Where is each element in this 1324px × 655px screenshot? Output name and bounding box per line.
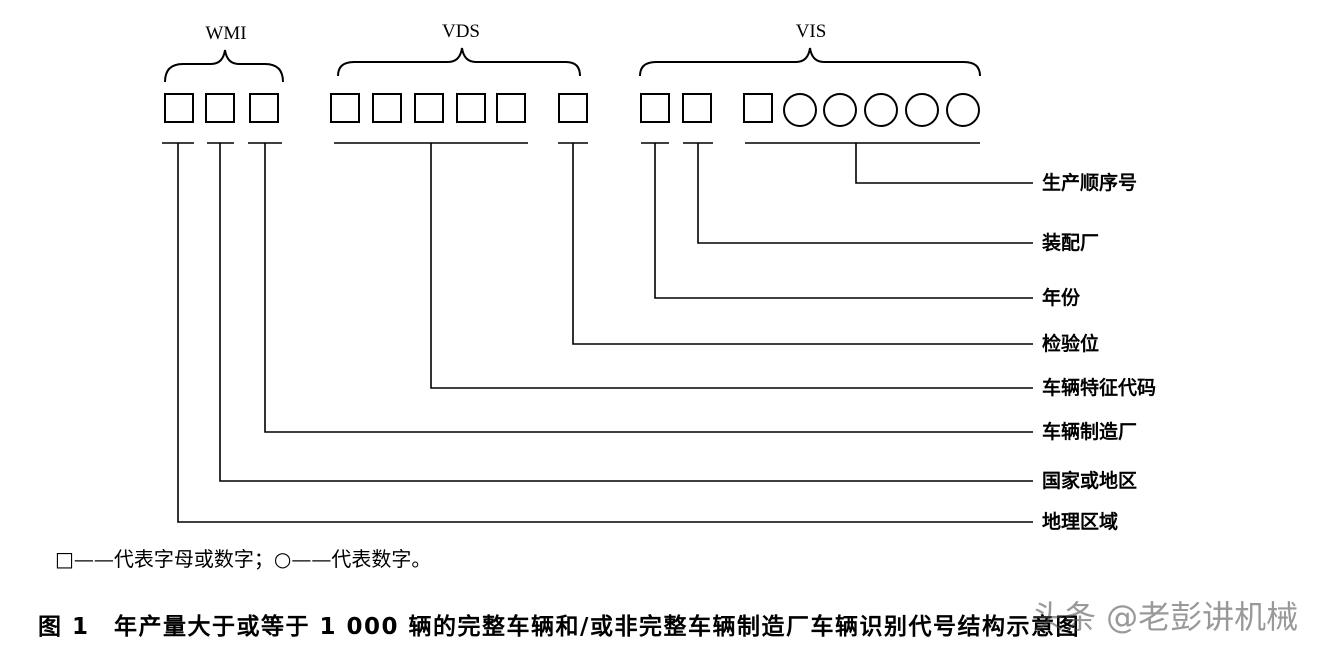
legend: □——代表字母或数字；○——代表数字。 [55,547,432,571]
leader-country [219,143,1033,482]
vds-box-4 [456,93,486,123]
vds-box-3 [414,93,444,123]
vis-brace [639,47,981,77]
sequence-box [743,93,773,123]
vds-brace [337,47,581,77]
vds-box-1 [330,93,360,123]
sequence-digit-circle-1 [783,93,817,127]
leader-assembly-plant [697,143,1033,244]
leader-production-sequence [855,143,1033,184]
leader-check-digit [572,143,1033,345]
label-check-digit: 检验位 [1042,332,1099,355]
vis-label: VIS [796,21,827,42]
wmi-box-3 [249,93,279,123]
label-region: 地理区域 [1042,510,1118,533]
vds-label: VDS [442,21,480,42]
wmi-box-1 [164,93,194,123]
year-box [640,93,670,123]
label-country: 国家或地区 [1042,469,1137,492]
wmi-box-2 [205,93,235,123]
vds-box-2 [372,93,402,123]
sequence-digit-circle-4 [905,93,939,127]
leader-region [177,143,1033,523]
label-vehicle-attributes: 车辆特征代码 [1042,376,1156,399]
leader-year [654,143,1033,299]
wmi-brace [164,49,284,83]
label-production-sequence: 生产顺序号 [1042,171,1137,194]
sequence-digit-circle-3 [864,93,898,127]
label-assembly-plant: 装配厂 [1041,231,1099,254]
wmi-label: WMI [205,23,246,44]
figure-caption: 图 1 年产量大于或等于 1 000 辆的完整车辆和/或非完整车辆制造厂车辆识别… [38,614,1080,640]
sequence-digit-circle-5 [946,93,980,127]
leader-vehicle-attributes [430,143,1033,389]
sequence-digit-circle-2 [823,93,857,127]
vds-box-5 [496,93,526,123]
check-digit-box [558,93,588,123]
label-manufacturer: 车辆制造厂 [1042,420,1137,443]
plant-box [682,93,712,123]
watermark: 头条 @老彭讲机械 [1032,598,1299,636]
leader-manufacturer [264,143,1033,433]
label-year: 年份 [1042,286,1081,309]
